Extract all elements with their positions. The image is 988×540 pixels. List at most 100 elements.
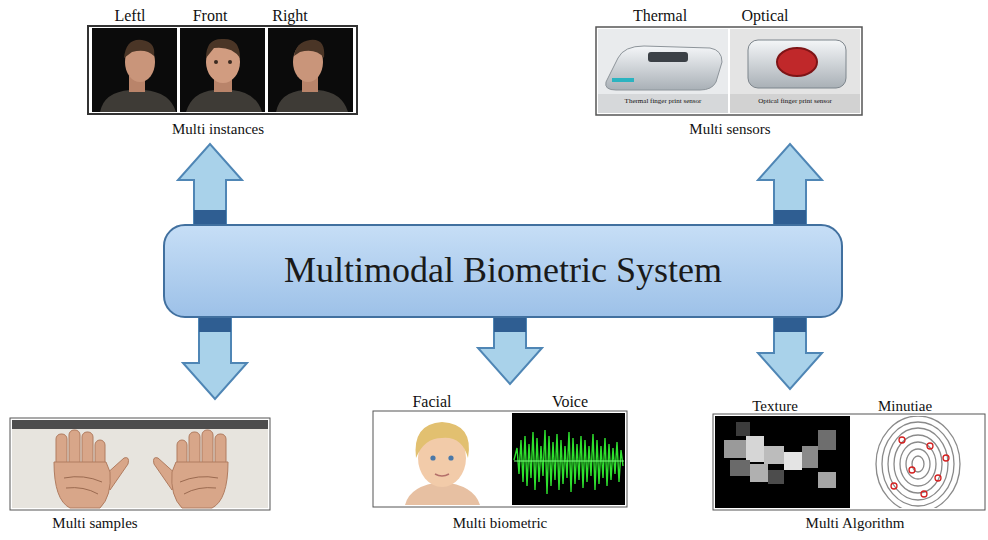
minutia xyxy=(935,475,941,481)
photo-frame xyxy=(373,411,627,507)
eye xyxy=(430,455,435,460)
photo-frame xyxy=(713,414,985,510)
ridge xyxy=(888,428,948,500)
texture-cell xyxy=(724,440,746,458)
block-arrow xyxy=(478,318,542,384)
system-box: Multimodal Biometric System xyxy=(163,224,843,318)
ridge xyxy=(882,422,954,506)
block-arrow xyxy=(183,318,247,399)
arrow-stub xyxy=(494,318,526,332)
photo-frame xyxy=(10,418,270,510)
panel-caption: Multi Algorithm xyxy=(806,515,905,532)
image-label: Leftl xyxy=(114,7,145,25)
texture-cell xyxy=(784,452,802,470)
sensor-strip xyxy=(648,52,688,62)
fingerprint-photo xyxy=(713,414,985,512)
left-hand xyxy=(54,430,129,508)
palm xyxy=(172,462,228,508)
shirt xyxy=(100,90,176,112)
thermal-sensor xyxy=(606,46,722,90)
image-label: Facial xyxy=(412,393,451,411)
sensor-photos xyxy=(596,27,862,115)
eye xyxy=(214,60,218,64)
texture-cell xyxy=(730,460,750,476)
ridge xyxy=(906,449,930,479)
waveform xyxy=(514,430,623,494)
palm-photo xyxy=(10,418,270,510)
palm-line xyxy=(180,477,218,494)
image-panel: LeftlFrontRightMulti instances xyxy=(75,5,365,143)
image-label: Texture xyxy=(752,398,798,415)
wave-axis xyxy=(514,461,624,462)
image-label: Voice xyxy=(552,393,588,411)
panel-caption: Multi sensors xyxy=(689,121,770,138)
photo-ground xyxy=(92,28,177,112)
hair xyxy=(416,422,469,458)
photo-ground xyxy=(12,420,268,508)
block-arrow xyxy=(178,144,242,224)
image-label: Optical finger print sensor xyxy=(758,98,832,106)
system-title: Multimodal Biometric System xyxy=(284,251,722,291)
block-arrow xyxy=(758,318,822,389)
photo-ground xyxy=(730,29,860,113)
fingerprint xyxy=(876,416,960,508)
image-panel: Multi samples xyxy=(5,400,275,535)
photo-band xyxy=(12,420,268,429)
sensor-window xyxy=(777,48,817,76)
image-label: Thermal xyxy=(633,7,687,25)
texture-cell xyxy=(736,422,750,436)
minutia xyxy=(927,443,933,449)
arrow-stub xyxy=(199,318,231,332)
photo-ground xyxy=(715,416,850,508)
texture-cell xyxy=(818,430,836,450)
texture-cell xyxy=(768,470,784,484)
photo-frame xyxy=(596,27,862,115)
optical-sensor xyxy=(748,40,846,88)
photo-ground xyxy=(598,29,728,113)
minutia xyxy=(943,455,949,461)
image-label: Optical xyxy=(741,7,788,25)
block-arrow xyxy=(758,144,822,224)
arrow-group xyxy=(758,318,822,389)
face-voice-photo xyxy=(373,411,627,507)
photo-ground xyxy=(853,416,983,508)
ridge xyxy=(876,416,960,508)
ridge xyxy=(900,442,936,486)
hair xyxy=(294,40,324,58)
right-hand xyxy=(154,430,229,508)
minutia xyxy=(909,467,915,473)
arrow-group xyxy=(183,318,247,399)
hair xyxy=(206,39,240,58)
palm-line xyxy=(64,477,102,494)
image-label: Minutiae xyxy=(878,398,932,415)
texture-cell xyxy=(818,472,836,488)
photo-ground xyxy=(268,28,353,112)
minutia xyxy=(891,483,897,489)
eye xyxy=(228,60,232,64)
arrow-group xyxy=(478,318,542,384)
photo-ground xyxy=(180,28,265,112)
image-label: Right xyxy=(272,7,308,25)
image-panel: Thermal OpticalThermal finger print senso… xyxy=(590,5,870,143)
arrow-group xyxy=(178,144,242,224)
arrow-stub xyxy=(194,210,226,224)
photo-ground xyxy=(512,413,625,505)
minutia xyxy=(899,437,905,443)
shirt xyxy=(186,90,262,112)
ridge xyxy=(912,456,924,472)
arrow-stub xyxy=(774,318,806,332)
panel-caption: Multi samples xyxy=(52,515,137,532)
photo-frame xyxy=(88,26,357,114)
shirt xyxy=(276,90,348,112)
image-label: Front xyxy=(193,7,228,25)
minutiae-marks xyxy=(891,437,949,497)
ridge xyxy=(894,435,942,493)
texture-cell xyxy=(746,436,764,462)
photo-ground xyxy=(375,413,511,505)
sensor-light xyxy=(612,78,634,82)
arrow-stub xyxy=(774,210,806,224)
texture-cell xyxy=(802,446,818,468)
photo-band xyxy=(598,94,728,113)
image-label: Thermal finger print sensor xyxy=(625,98,702,106)
texture-cell xyxy=(764,446,784,464)
